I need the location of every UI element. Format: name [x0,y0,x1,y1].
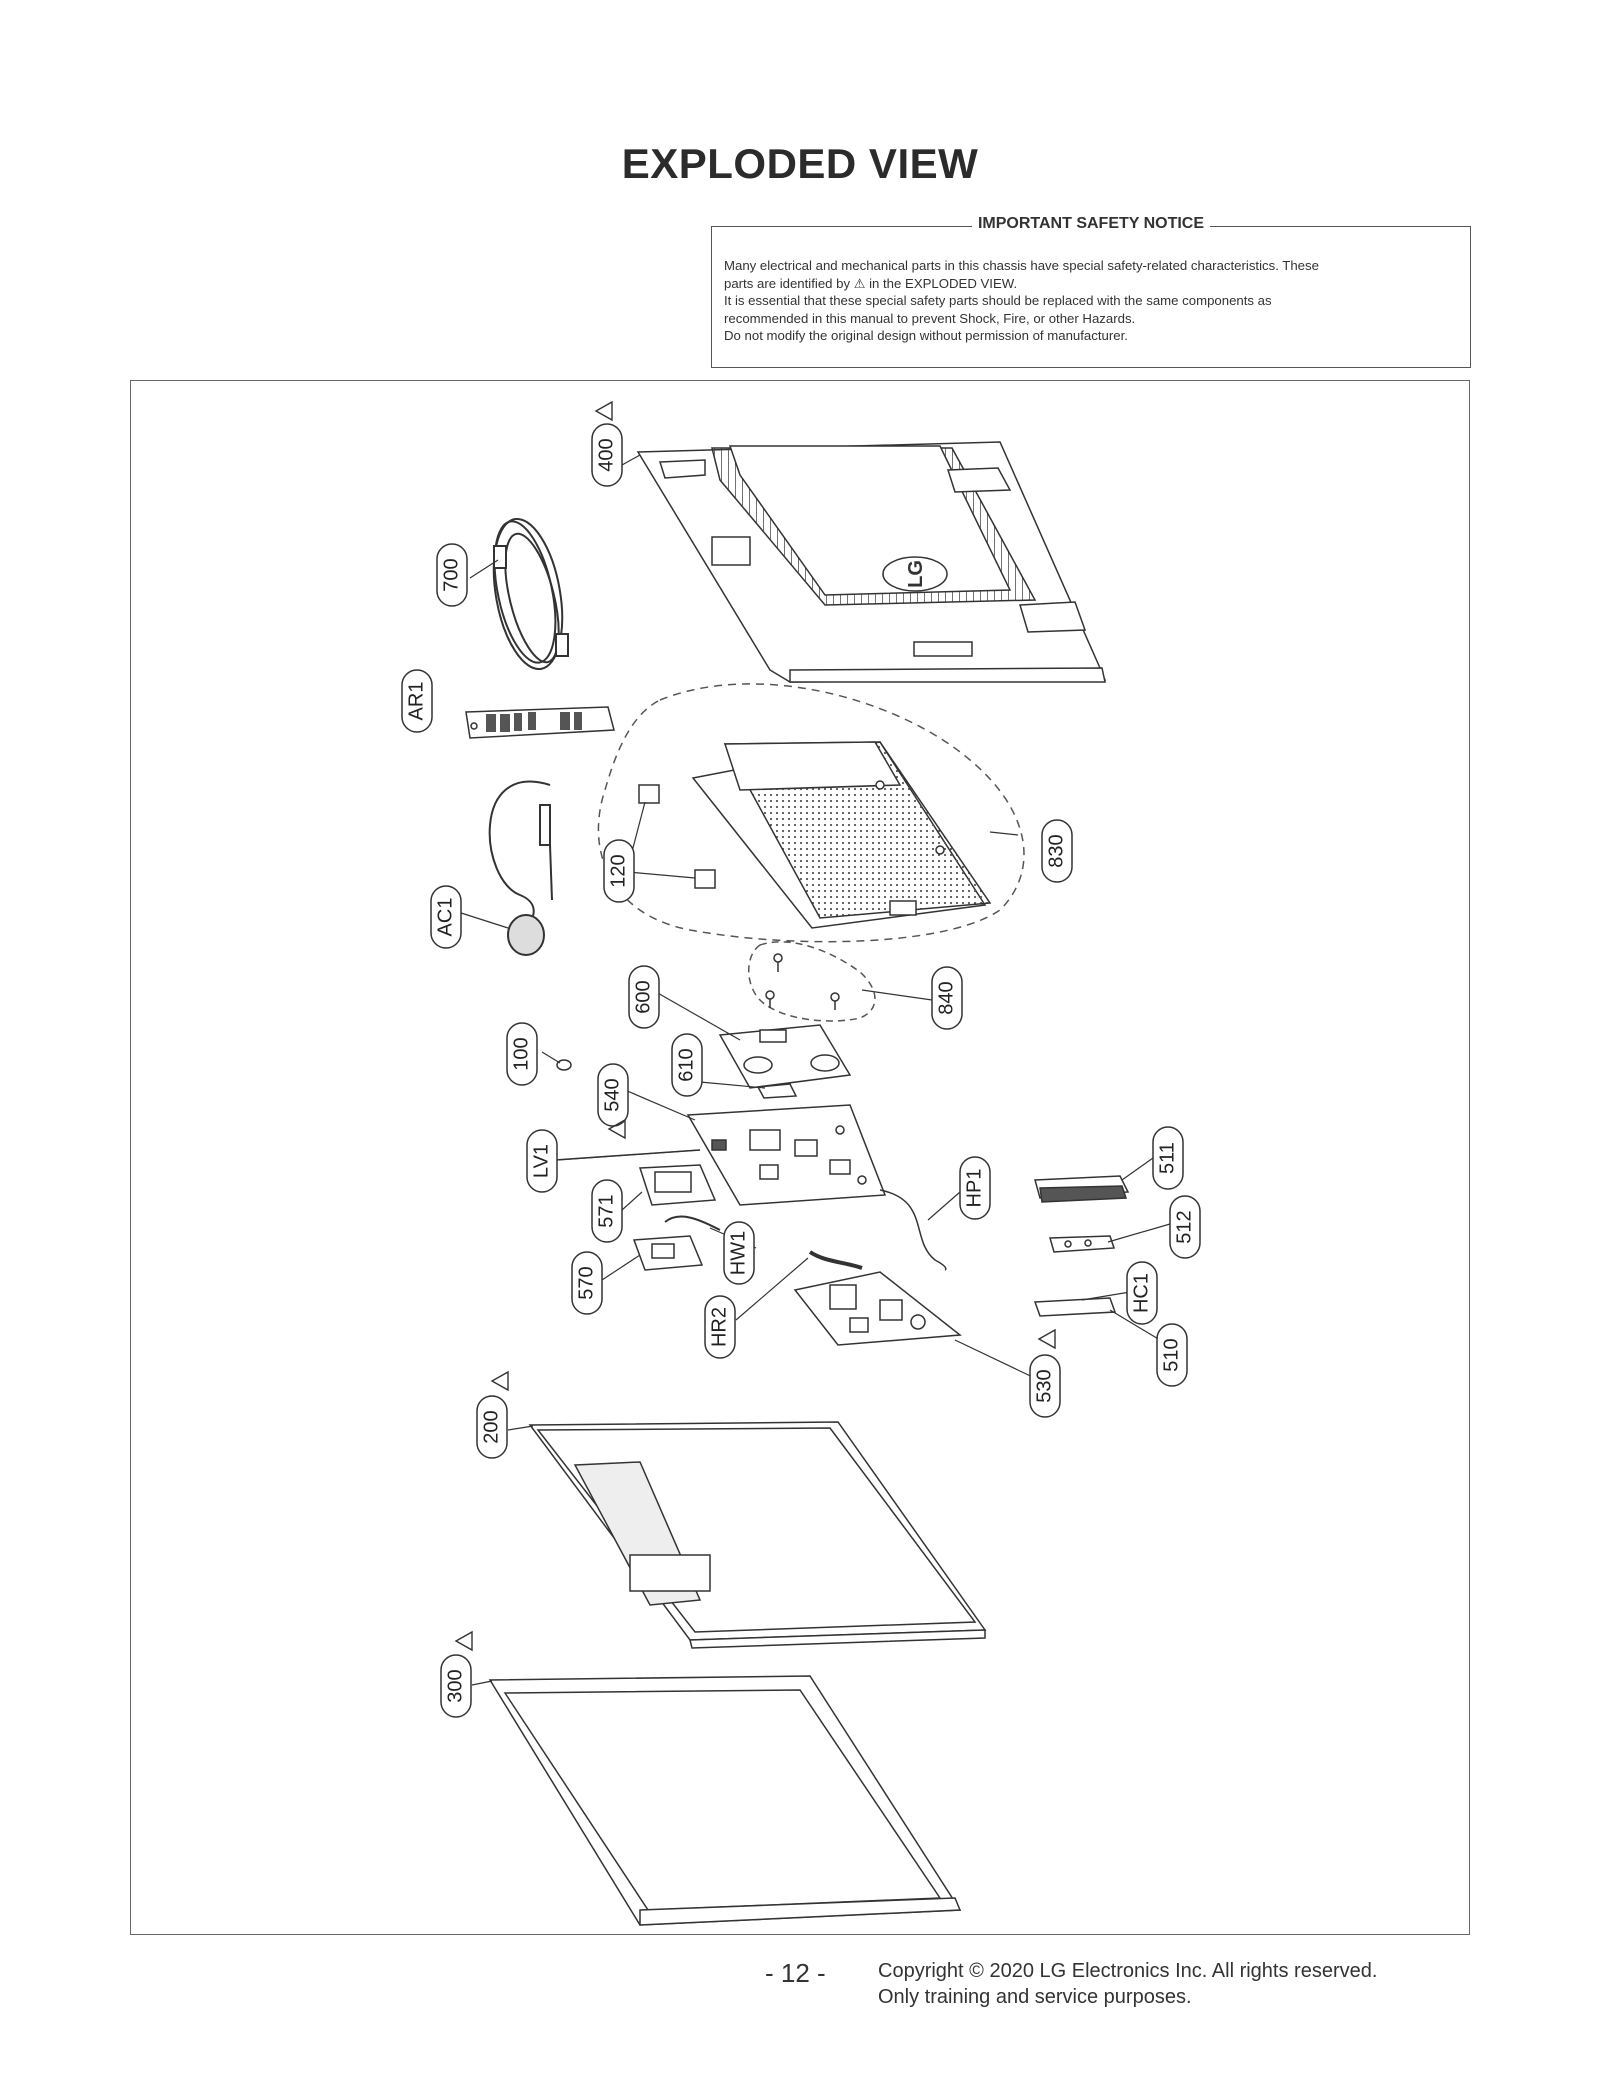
front-bezel-part [488,1675,962,1926]
svg-text:512: 512 [1173,1210,1195,1243]
svg-text:610: 610 [675,1048,697,1081]
warning-triangle-icon [1037,1328,1056,1350]
callout-HW1: HW1 [723,1221,755,1285]
power-cord-part [492,517,569,671]
back-cover-part [636,441,1107,683]
callout-540: 540 [597,1063,629,1127]
callout-AR1: AR1 [401,669,433,733]
power-board-part [793,1271,962,1346]
ir-receiver-cable-part [488,780,553,956]
callout-HR2: HR2 [704,1295,736,1359]
safety-notice-body: Many electrical and mechanical parts in … [724,257,1458,345]
warning-triangle-icon: ⚠ [853,275,866,291]
remote-control-part [465,706,615,739]
key-housing-part [1034,1175,1130,1203]
bracket-part [638,1164,717,1206]
svg-text:120: 120 [607,854,629,887]
callout-510: 510 [1156,1323,1188,1387]
svg-text:600: 600 [632,980,654,1013]
leader-lines [457,454,1171,1686]
callout-300: 300 [440,1654,472,1718]
svg-text:HC1: HC1 [1130,1273,1152,1313]
callout-200: 200 [476,1395,508,1459]
key-board-part [1033,1297,1117,1317]
svg-text:AR1: AR1 [405,682,427,721]
svg-text:HR2: HR2 [708,1307,730,1347]
notice-line-1: Many electrical and mechanical parts in … [724,258,1319,273]
callout-700: 700 [436,543,468,607]
copyright-notice: Copyright © 2020 LG Electronics Inc. All… [878,1958,1377,2010]
svg-text:830: 830 [1045,834,1067,867]
connector-block-part [638,784,716,889]
screws-part [765,953,840,1010]
callout-HC1: HC1 [1126,1261,1158,1325]
svg-text:200: 200 [480,1410,502,1443]
screw-group-outline [748,941,876,1022]
notice-line-2: parts are identified by ⚠ in the EXPLODE… [724,275,1018,291]
svg-text:530: 530 [1033,1369,1055,1402]
callout-512: 512 [1169,1195,1201,1259]
notice-line-3: It is essential that these special safet… [724,293,1272,308]
svg-text:571: 571 [595,1194,617,1227]
svg-text:HW1: HW1 [727,1231,749,1275]
callout-610: 610 [671,1033,703,1097]
copyright-line-2: Only training and service purposes. [878,1986,1192,2008]
main-board-part [686,1104,887,1206]
warning-triangle-icon [454,1630,473,1652]
callout-830: 830 [1041,819,1073,883]
sub-board-part [632,1235,704,1271]
warning-triangle-icon [607,1118,626,1140]
callout-LV1: LV1 [526,1129,558,1193]
exploded-view-frame [130,380,1470,1935]
main-chassis-part [691,741,992,929]
notice-line-4: recommended in this manual to prevent Sh… [724,310,1136,326]
lcd-panel-part [528,1421,987,1649]
power-module-part [718,1024,852,1099]
key-button-part [1049,1235,1116,1253]
lg-logo-text: LG [905,560,927,588]
copyright-line-1: Copyright © 2020 LG Electronics Inc. All… [878,1960,1378,1982]
wire-harness-part [664,1215,721,1231]
callout-570: 570 [571,1251,603,1315]
callout-530: 530 [1029,1354,1061,1418]
callout-600: 600 [628,965,660,1029]
callout-511: 511 [1152,1126,1184,1190]
svg-text:300: 300 [444,1669,466,1702]
svg-text:100: 100 [510,1037,532,1070]
svg-text:570: 570 [575,1266,597,1299]
callout-HP1: HP1 [959,1156,991,1220]
callout-100: 100 [506,1022,538,1086]
svg-text:LV1: LV1 [530,1144,552,1178]
safety-notice-box: IMPORTANT SAFETY NOTICE Many electrical … [711,215,1471,368]
small-washer-part [556,1059,572,1071]
harness-hr2-part [808,1250,863,1270]
svg-text:700: 700 [440,558,462,591]
svg-text:840: 840 [935,981,957,1014]
svg-text:AC1: AC1 [434,898,456,937]
headphone-cable-part [879,1189,947,1271]
notice-line-5: Do not modify the original design withou… [724,328,1128,343]
svg-text:510: 510 [1160,1338,1182,1371]
callout-120: 120 [603,839,635,903]
warning-triangle-icon [490,1370,509,1392]
svg-text:HP1: HP1 [963,1169,985,1208]
safety-notice-title: IMPORTANT SAFETY NOTICE [971,215,1211,232]
svg-text:400: 400 [595,438,617,471]
warning-triangle-icon [594,400,613,422]
page-number: - 12 - [765,1958,826,1988]
callout-400: 400 [591,423,623,487]
chassis-group-outline [597,683,1025,943]
callout-840: 840 [931,966,963,1030]
page-title: EXPLODED VIEW [621,140,979,187]
callout-AC1: AC1 [430,885,462,949]
svg-text:511: 511 [1156,1142,1178,1174]
svg-text:540: 540 [601,1078,623,1111]
callout-571: 571 [591,1179,623,1243]
